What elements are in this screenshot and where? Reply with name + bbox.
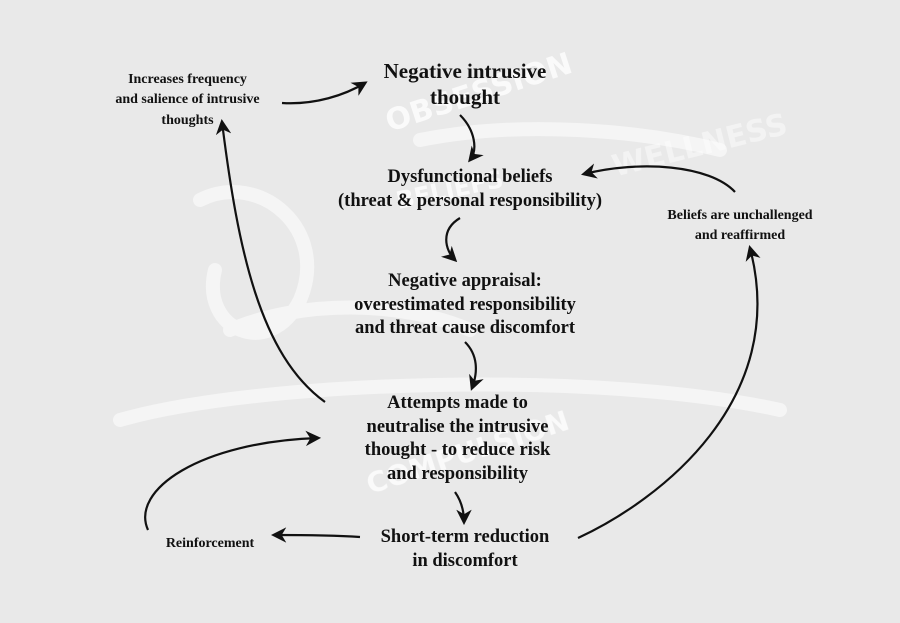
node-short-term-reduction: Short-term reduction in discomfort: [380, 527, 550, 571]
arrow-attempts-to-increases: [215, 118, 326, 403]
label-beliefs-unchallenged: Beliefs are unchallenged and reaffirmed: [667, 208, 813, 244]
arrow-increases-to-thought: [281, 81, 368, 105]
label-reinforcement: Reinforcement: [165, 536, 255, 551]
arrow-beliefs-unchallenged-to-beliefs: [581, 163, 736, 193]
arrow-beliefs-to-appraisal: [440, 217, 461, 263]
arrow-thought-to-beliefs: [459, 114, 484, 163]
arrow-attempts-to-shortterm: [454, 491, 472, 526]
node-attempts-to-neutralise: Attempts made to neutralise the intrusiv…: [364, 393, 551, 485]
label-increases-frequency: Increases frequency and salience of intr…: [115, 72, 260, 128]
node-negative-intrusive-thought: Negative intrusive thought: [383, 59, 547, 110]
node-negative-appraisal: Negative appraisal: overestimated respon…: [354, 271, 576, 339]
arrow-reinforcement-to-attempts: [144, 430, 322, 531]
node-dysfunctional-beliefs: Dysfunctional beliefs (threat & personal…: [338, 167, 602, 211]
arrow-appraisal-to-attempts: [464, 341, 484, 391]
arrow-shortterm-to-reinforcement: [270, 527, 361, 543]
arrow-shortterm-to-beliefs-unchallenged: [577, 245, 761, 539]
